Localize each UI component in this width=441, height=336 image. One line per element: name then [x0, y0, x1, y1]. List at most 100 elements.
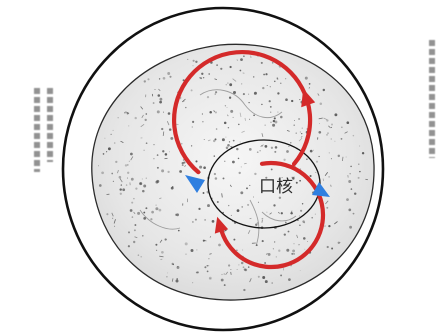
- stipple-dot: [173, 264, 174, 265]
- stipple-dot: [248, 266, 249, 267]
- stipple-dot: [242, 249, 243, 250]
- stipple-dot: [351, 188, 353, 190]
- stipple-dot: [341, 138, 343, 140]
- stipple-dot: [327, 132, 329, 134]
- stipple-dot: [204, 139, 205, 140]
- stipple-dot: [328, 225, 330, 227]
- stipple-dot: [241, 206, 243, 208]
- stipple-dot: [131, 202, 133, 204]
- stipple-dot: [262, 240, 264, 242]
- stipple-dot: [249, 148, 252, 151]
- stipple-dot: [229, 141, 230, 142]
- stipple-dot: [224, 284, 226, 286]
- stipple-mark: [245, 118, 246, 121]
- stipple-dot: [353, 135, 355, 137]
- stipple-dot: [271, 147, 273, 149]
- stipple-dot: [199, 77, 200, 78]
- stipple-dot: [202, 121, 203, 122]
- stipple-dot: [327, 246, 329, 248]
- stipple-mark: [231, 272, 232, 275]
- stipple-dot: [144, 80, 146, 82]
- stipple-dot: [98, 165, 99, 166]
- stipple-dot: [167, 72, 170, 75]
- stipple-dot: [169, 128, 172, 131]
- stipple-dot: [183, 101, 184, 102]
- stipple-dot: [145, 207, 147, 209]
- stipple-dot: [293, 253, 294, 254]
- stipple-dot: [253, 76, 255, 78]
- stipple-dot: [339, 242, 340, 243]
- stipple-dot: [221, 279, 224, 282]
- stipple-dot: [157, 154, 159, 156]
- stipple-dot: [285, 222, 287, 224]
- stipple-dot: [262, 218, 264, 220]
- stipple-mark: [309, 87, 310, 88]
- stipple-dot: [140, 256, 142, 258]
- stipple-dot: [212, 220, 215, 223]
- stipple-dot: [185, 107, 186, 108]
- stipple-dot: [246, 187, 248, 189]
- stipple-dot: [240, 191, 243, 194]
- stipple-dot: [228, 205, 229, 206]
- stipple-dot: [224, 161, 225, 162]
- stipple-dot: [119, 176, 122, 179]
- stipple-dot: [331, 124, 333, 126]
- stipple-dot: [101, 171, 104, 174]
- stipple-dot: [331, 138, 332, 139]
- stipple-dot: [301, 133, 302, 134]
- stipple-dot: [216, 128, 218, 130]
- stipple-dot: [228, 264, 230, 266]
- stipple-dot: [113, 181, 114, 182]
- stipple-dot: [147, 78, 149, 80]
- stipple-dot: [265, 125, 266, 126]
- stipple-dot: [323, 89, 325, 91]
- stipple-dot: [240, 70, 242, 72]
- stipple-dot: [159, 209, 162, 212]
- inner-region: [92, 44, 374, 300]
- stipple-dot: [155, 244, 157, 246]
- stipple-dot: [127, 164, 129, 166]
- stipple-dot: [248, 102, 249, 103]
- stipple-dot: [320, 103, 323, 106]
- stipple-dot: [135, 187, 137, 189]
- stipple-dot: [166, 239, 167, 240]
- stipple-dot: [272, 62, 274, 64]
- stipple-dot: [204, 219, 206, 221]
- stipple-dot: [306, 159, 307, 160]
- stipple-dot: [265, 280, 268, 283]
- stipple-dot: [354, 192, 356, 194]
- stipple-dot: [225, 105, 226, 106]
- stipple-dot: [359, 145, 360, 146]
- stipple-dot: [300, 210, 302, 212]
- stipple-dot: [161, 251, 164, 254]
- stipple-dot: [156, 250, 157, 251]
- stipple-dot: [326, 207, 328, 209]
- stipple-dot: [195, 219, 197, 221]
- stipple-dot: [146, 178, 147, 179]
- stipple-dot: [277, 78, 278, 79]
- stipple-dot: [350, 173, 351, 174]
- stipple-dot: [182, 164, 184, 166]
- stipple-dot: [181, 143, 183, 145]
- stipple-dot: [196, 249, 197, 250]
- stipple-dot: [350, 166, 352, 168]
- stipple-dot: [158, 94, 161, 97]
- stipple-dot: [155, 204, 156, 205]
- stipple-dot: [257, 151, 259, 153]
- stipple-dot: [176, 280, 179, 283]
- stipple-dot: [331, 127, 332, 128]
- stipple-dot: [299, 216, 300, 217]
- stipple-dot: [163, 77, 166, 80]
- stipple-dot: [237, 209, 240, 212]
- stipple-dot: [112, 218, 113, 219]
- stipple-dot: [218, 244, 221, 247]
- stipple-dot: [319, 123, 320, 124]
- stipple-dot: [217, 201, 219, 203]
- stipple-dot: [236, 59, 237, 60]
- stipple-dot: [215, 91, 217, 93]
- stipple-dot: [274, 117, 276, 119]
- stipple-dot: [247, 204, 249, 206]
- stipple-dot: [127, 178, 128, 179]
- stipple-dot: [222, 138, 225, 141]
